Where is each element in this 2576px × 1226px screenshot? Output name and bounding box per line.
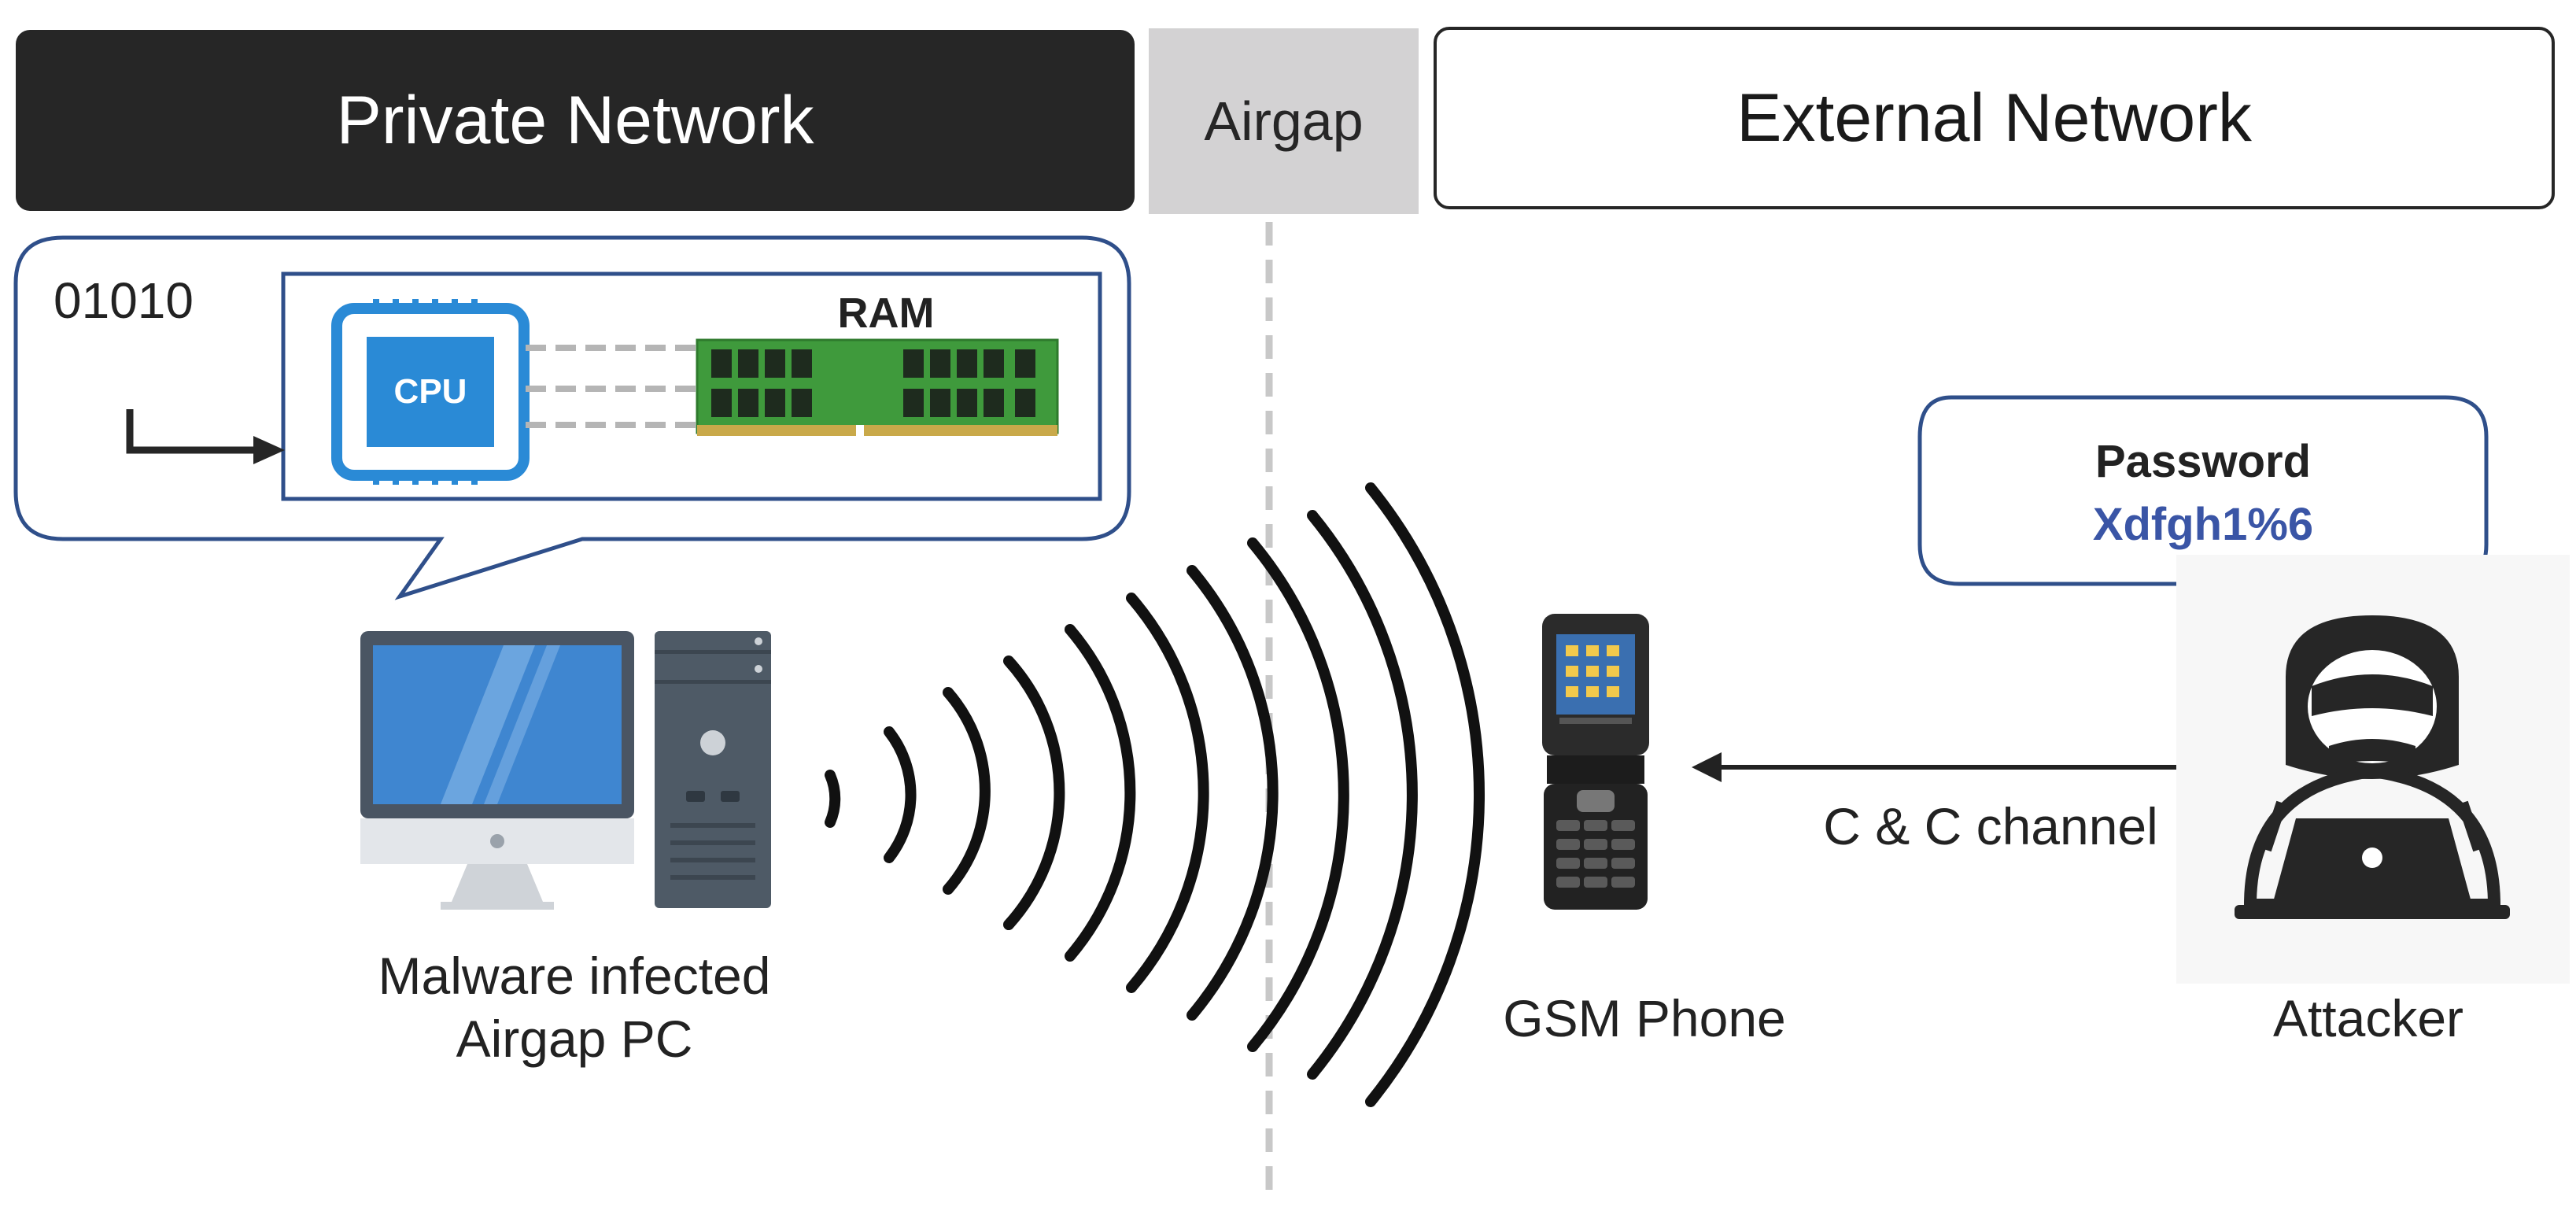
password-title: Password bbox=[2095, 436, 2311, 487]
pc-label-line-2: Airgap PC bbox=[456, 1010, 693, 1068]
cpu-label: CPU bbox=[394, 372, 467, 411]
bits-arrow-head bbox=[253, 436, 285, 464]
cc-arrow-head-left bbox=[1692, 752, 1722, 782]
ram-module-icon bbox=[696, 338, 1059, 436]
cc-channel-label: C & C channel bbox=[1823, 797, 2158, 855]
private-network-header: Private Network bbox=[16, 30, 1135, 211]
airgap-title: Airgap bbox=[1204, 90, 1364, 152]
password-value: Xdfgh1%6 bbox=[2093, 499, 2313, 550]
radio-waves-icon bbox=[825, 482, 1485, 1107]
private-network-title: Private Network bbox=[336, 82, 814, 158]
attacker-icon bbox=[2176, 555, 2570, 984]
monitor-icon bbox=[360, 631, 634, 910]
external-network-title: External Network bbox=[1736, 79, 2252, 156]
attacker-label: Attacker bbox=[2272, 989, 2464, 1047]
gsm-phone-label: GSM Phone bbox=[1503, 989, 1786, 1047]
bits-text: 01010 bbox=[54, 272, 194, 329]
pc-label: Malware infected Airgap PC bbox=[299, 944, 850, 1070]
bits-arrow bbox=[126, 409, 260, 454]
airgap-header: Airgap bbox=[1149, 28, 1419, 214]
cpu-icon: CPU bbox=[331, 299, 530, 485]
pc-tower-icon bbox=[655, 631, 771, 908]
external-network-header: External Network bbox=[1434, 27, 2555, 209]
ram-label: RAM bbox=[838, 290, 935, 337]
gsm-phone-icon bbox=[1542, 614, 1649, 910]
pc-label-line-1: Malware infected bbox=[378, 947, 771, 1005]
